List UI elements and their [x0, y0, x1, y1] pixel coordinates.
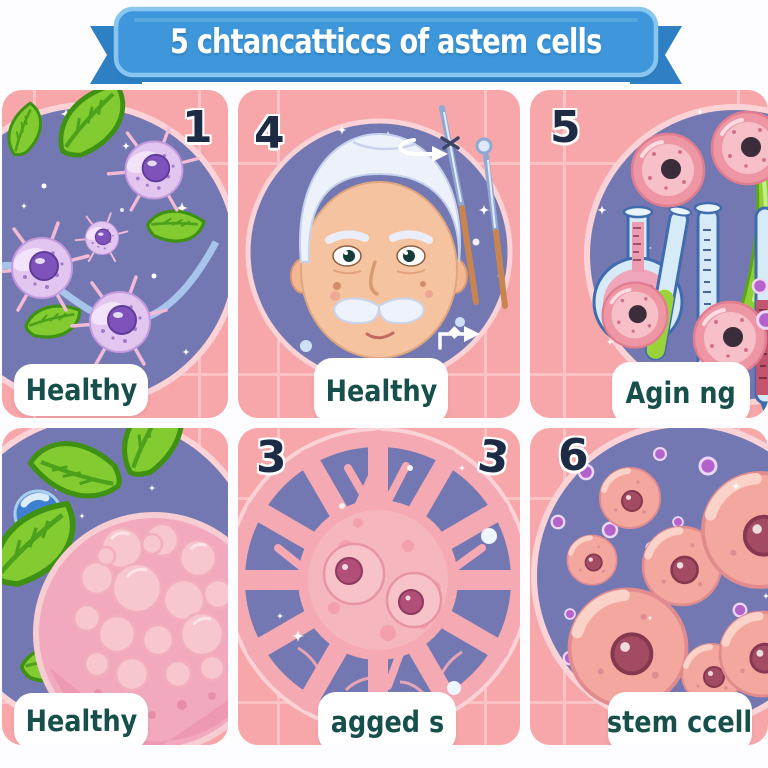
- panel-healthy-stem-cells: 1 Healthy: [2, 90, 228, 418]
- panel-label: Healthy: [314, 358, 448, 418]
- cell-cluster-illustration: [2, 428, 228, 745]
- panel-label: Healthy: [14, 693, 148, 745]
- title-banner: 5 chtancatticcs of astem cells: [90, 0, 682, 90]
- cell-nuclei: [322, 542, 443, 629]
- panel-number: 3: [256, 432, 287, 483]
- sparkles: [276, 464, 497, 695]
- face: [290, 132, 468, 359]
- ribbon-icon: [90, 6, 682, 84]
- elderly-man-illustration: [245, 105, 513, 386]
- white-hair: [299, 132, 461, 263]
- sparkles: [300, 125, 504, 352]
- panel-number: 6: [558, 430, 589, 481]
- panel-label: Agin ng: [612, 362, 750, 418]
- aging-lab-illustration: [584, 104, 768, 418]
- berry-cluster: [33, 512, 228, 745]
- panel-number: 5: [550, 102, 581, 153]
- panel-healthy-cell-cluster: Healthy: [2, 428, 228, 745]
- panel-number: 4: [254, 108, 285, 159]
- panel-healthy-elderly-man: 4 Healthy: [238, 90, 520, 418]
- aged-cell-illustration: [238, 428, 520, 733]
- arrows: [398, 138, 480, 350]
- panel-stem-cell-colony: 6 stem ccell: [530, 428, 768, 745]
- panel-number: 1: [182, 102, 213, 153]
- panel-label: stem ccell: [607, 692, 753, 745]
- knitting-needles: [439, 105, 508, 309]
- sparkles: [20, 108, 190, 381]
- mustache-icon: [333, 297, 381, 324]
- page-title: 5 chtancatticcs of astem cells: [170, 22, 602, 62]
- panel-label: agged s: [318, 692, 456, 745]
- panel-number-alt: 3: [474, 430, 513, 485]
- panel-aged-branching-cell: 3 3 agged s: [238, 428, 520, 745]
- panel-aging-lab-tubes: 5 Agin ng: [530, 90, 768, 418]
- panel-label: Healthy: [14, 364, 148, 416]
